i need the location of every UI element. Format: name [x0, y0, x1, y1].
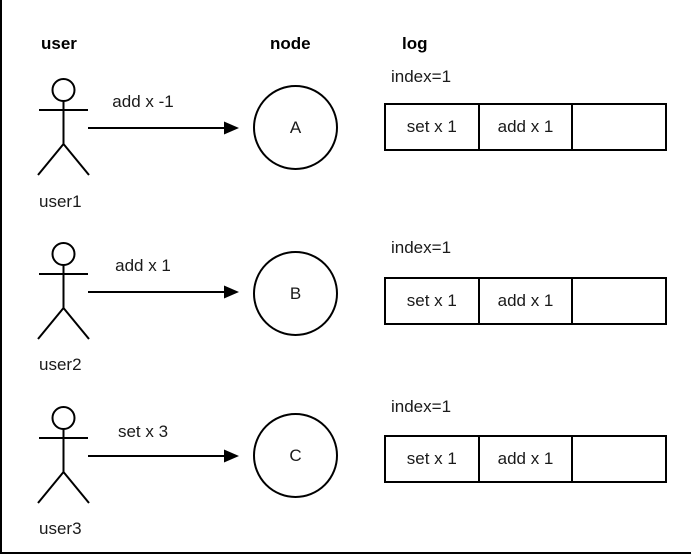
user-label: user3: [39, 519, 82, 538]
message-label: set x 3: [117, 422, 169, 441]
log-cell: set x 1: [406, 117, 457, 136]
log-table: set x 1 add x 1: [384, 103, 667, 151]
node-circle: A: [253, 85, 338, 170]
log-cell: add x 1: [477, 279, 572, 323]
actor-figure-icon: [37, 406, 90, 504]
column-header-node: node: [270, 34, 311, 53]
log-cell: add x 1: [477, 437, 572, 481]
column-header-user: user: [41, 34, 77, 53]
log-cell: [571, 105, 665, 149]
log-cell: [571, 279, 665, 323]
message-arrow-icon: [88, 285, 239, 299]
log-index-label: index=1: [391, 238, 452, 257]
user-label: user2: [39, 355, 82, 374]
node-label: C: [289, 445, 302, 465]
message-label: add x -1: [112, 92, 174, 111]
node-circle: C: [253, 413, 338, 498]
node-circle: B: [253, 251, 338, 336]
log-index-label: index=1: [391, 397, 452, 416]
user-label: user1: [39, 192, 82, 211]
actor-figure-icon: [37, 242, 90, 340]
column-header-log: log: [402, 34, 428, 53]
log-cell: [571, 437, 665, 481]
log-cell: add x 1: [477, 105, 572, 149]
actor-figure-icon: [37, 78, 90, 176]
log-table: set x 1 add x 1: [384, 435, 667, 483]
log-cell: set x 1: [406, 449, 457, 468]
message-arrow-icon: [88, 121, 239, 135]
node-label: A: [289, 117, 302, 137]
log-index-label: index=1: [391, 67, 452, 86]
message-arrow-icon: [88, 449, 239, 463]
log-cell: set x 1: [406, 291, 457, 310]
log-table: set x 1 add x 1: [384, 277, 667, 325]
node-label: B: [289, 283, 302, 303]
message-label: add x 1: [115, 256, 171, 275]
